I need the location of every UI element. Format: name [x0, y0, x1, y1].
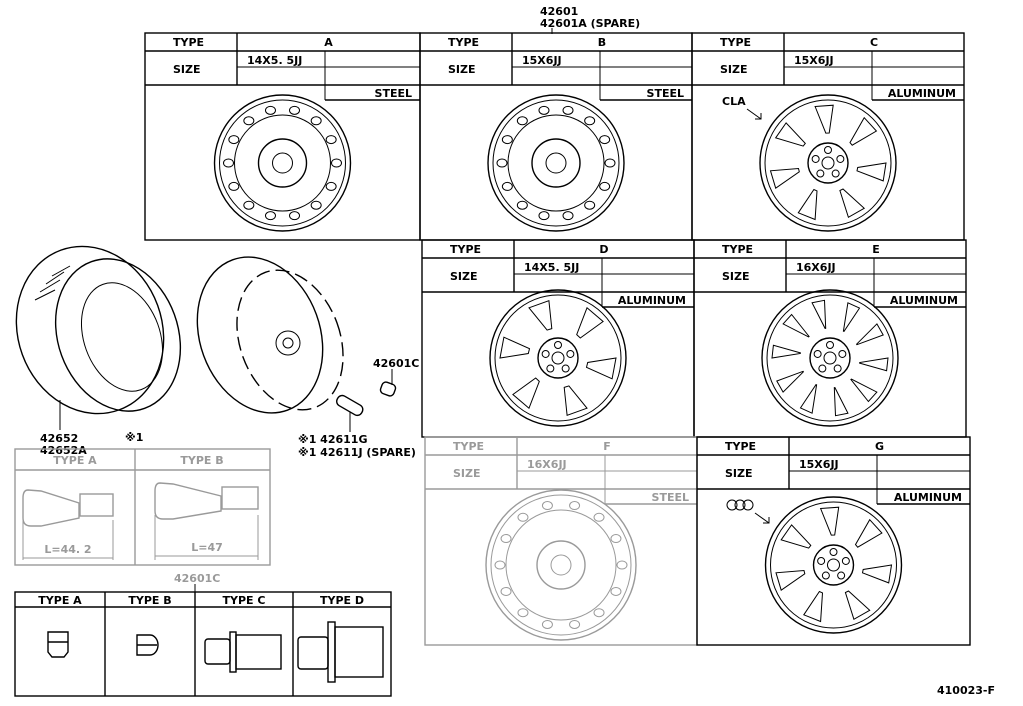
- nut-type-a-icon: [47, 631, 69, 658]
- wheel-panels: TYPE A SIZE 14X5. 5JJ STEEL TYPE B SIZE 15X6JJ ST…: [144, 32, 971, 646]
- type-value: C: [870, 36, 878, 49]
- size-value: 15X6JJ: [799, 458, 839, 471]
- valve-type-a-icon: [22, 489, 80, 527]
- material-value: STEEL: [375, 87, 412, 100]
- material-value: STEEL: [647, 87, 684, 100]
- wheel-panel-a: TYPE A SIZE 14X5. 5JJ STEEL: [144, 32, 421, 241]
- part-number-42652[interactable]: 42652: [40, 432, 78, 445]
- nut-table-callout[interactable]: 42601C: [174, 572, 220, 585]
- wheel-steel-icon: [213, 94, 352, 232]
- nut-type-c-header: TYPE C: [223, 594, 266, 607]
- size-label: SIZE: [173, 63, 201, 76]
- wheel-panel-f: TYPE F SIZE 16X6JJ STEEL: [424, 436, 698, 646]
- type-label: TYPE: [450, 243, 481, 256]
- nut-type-table: TYPE A TYPE B TYPE C TYPE D: [14, 591, 392, 697]
- size-value: 15X6JJ: [794, 54, 834, 67]
- size-value: 15X6JJ: [522, 54, 562, 67]
- type-value: A: [324, 36, 333, 49]
- type-value: F: [603, 440, 611, 453]
- size-label: SIZE: [453, 467, 481, 480]
- type-label: TYPE: [722, 243, 753, 256]
- type-value: D: [599, 243, 608, 256]
- type-label: TYPE: [173, 36, 204, 49]
- wheel-panel-d: TYPE D SIZE 14X5. 5JJ ALUMINUM: [421, 239, 695, 438]
- diagram-number: 410023-F: [937, 684, 995, 697]
- balance-weight-icon: [726, 499, 754, 511]
- panel-border: [696, 436, 971, 646]
- wheel-panel-e: TYPE E SIZE 16X6JJ ALUMINUM: [693, 239, 967, 438]
- wheel-steel-icon: [487, 94, 625, 232]
- wheel-panel-g: TYPE G SIZE 15X6JJ ALUMINUM: [696, 436, 971, 646]
- size-label: SIZE: [450, 270, 478, 283]
- wheel-alloy10-icon: [761, 289, 899, 427]
- nut-type-d-header: TYPE D: [320, 594, 364, 607]
- valve-type-b-icon: [154, 482, 222, 520]
- arrow-icon: [746, 108, 762, 120]
- size-value: 16X6JJ: [527, 458, 567, 471]
- nut-type-d-icon: [297, 621, 384, 683]
- wheel-alloy7-icon: [764, 496, 903, 634]
- material-value: ALUMINUM: [894, 491, 962, 504]
- nut-type-b-icon: [136, 634, 159, 656]
- type-label: TYPE: [720, 36, 751, 49]
- size-value: 14X5. 5JJ: [524, 261, 579, 274]
- wheel-panel-b: TYPE B SIZE 15X6JJ STEEL: [419, 32, 693, 241]
- type-label: TYPE: [453, 440, 484, 453]
- part-number-42611g[interactable]: ※1 42611G: [298, 433, 367, 446]
- type-value: G: [875, 440, 884, 453]
- tire-drawing: [15, 245, 182, 415]
- tire-with-wheel-drawing: [196, 256, 344, 414]
- size-value: 14X5. 5JJ: [247, 54, 302, 67]
- size-label: SIZE: [725, 467, 753, 480]
- valve-type-a-length: L=44. 2: [44, 543, 91, 556]
- material-value: ALUMINUM: [888, 87, 956, 100]
- note-label[interactable]: CLA: [722, 95, 746, 108]
- valve-type-table: TYPE A TYPE B L=44. 2 L=47: [14, 448, 271, 566]
- valve-type-b-header: TYPE B: [180, 454, 223, 467]
- material-value: ALUMINUM: [618, 294, 686, 307]
- wheel-panel-c: TYPE C SIZE 15X6JJ ALUMINUM CLA: [691, 32, 965, 241]
- valve-type-a-header: TYPE A: [53, 454, 97, 467]
- part-number-42652a[interactable]: 42652A: [40, 444, 87, 457]
- material-value: STEEL: [652, 491, 689, 504]
- material-value: ALUMINUM: [890, 294, 958, 307]
- wheel-alloy6-icon: [489, 289, 627, 427]
- valve-type-b-length: L=47: [191, 541, 223, 554]
- valve-stem-icon: [336, 394, 364, 417]
- size-label: SIZE: [720, 63, 748, 76]
- wheel-steel-icon: [485, 489, 637, 641]
- size-label: SIZE: [722, 270, 750, 283]
- arrow-icon: [754, 512, 770, 524]
- part-number-42601c[interactable]: 42601C: [373, 357, 419, 370]
- type-label: TYPE: [725, 440, 756, 453]
- type-value: E: [872, 243, 880, 256]
- size-value: 16X6JJ: [796, 261, 836, 274]
- type-label: TYPE: [448, 36, 479, 49]
- part-number-42601a[interactable]: 42601A (SPARE): [540, 17, 640, 30]
- type-value: B: [598, 36, 606, 49]
- part-number-42601[interactable]: 42601: [540, 5, 578, 18]
- valve-note-mark: ※1: [125, 431, 143, 444]
- lug-nut-icon: [379, 381, 397, 397]
- wheel-alloy7-icon: [759, 94, 897, 232]
- part-number-42611j[interactable]: ※1 42611J (SPARE): [298, 446, 416, 459]
- nut-type-a-header: TYPE A: [38, 594, 82, 607]
- nut-type-b-header: TYPE B: [128, 594, 171, 607]
- size-label: SIZE: [448, 63, 476, 76]
- nut-type-c-icon: [204, 631, 282, 673]
